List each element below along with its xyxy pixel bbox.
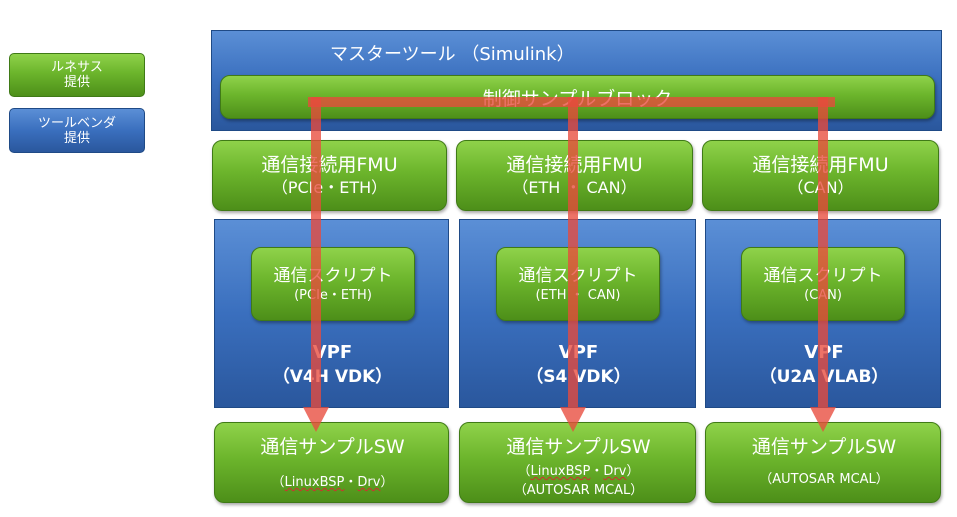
sample-sw-2-sub-post: ） [626, 464, 640, 479]
sample-sw-1-sub-mid: ・ [344, 475, 358, 490]
vpf-2-target: （S4 VDK） [526, 367, 631, 387]
comm-script-3-title: 通信スクリプト [763, 265, 883, 286]
comm-script-3: 通信スクリプト (CAN) [741, 247, 905, 321]
comm-script-1: 通信スクリプト (PCIe・ETH) [251, 247, 415, 321]
sample-sw-2-title: 通信サンプルSW [506, 436, 651, 458]
sample-sw-3-sub2: （AUTOSAR MCAL） [759, 472, 889, 487]
control-sample-block-label: 制御サンプルブロック [482, 87, 673, 110]
sample-sw-1-title: 通信サンプルSW [260, 436, 405, 458]
master-tool-title: マスターツール （Simulink） [330, 44, 575, 65]
sample-sw-2-sub-mid: ・ [590, 464, 604, 479]
legend-vendor-line1: ツールベンダ [37, 115, 116, 131]
legend-renesas: ルネサス 提供 [9, 53, 145, 97]
fmu-2-sub: （ETH ・ CAN） [512, 177, 637, 197]
vpf-box-3: 通信スクリプト (CAN) VPF （U2A VLAB） [705, 219, 941, 408]
fmu-box-2: 通信接続用FMU （ETH ・ CAN） [456, 140, 693, 211]
sample-sw-2-sub-pre: （ [517, 464, 531, 479]
fmu-1-title: 通信接続用FMU [261, 153, 398, 176]
master-tool-box: マスターツール （Simulink） 制御サンプルブロック [211, 30, 942, 131]
vpf-3-name: VPF [804, 342, 844, 363]
legend-renesas-line1: ルネサス [51, 60, 103, 75]
sample-sw-1-drv: Drv [357, 475, 381, 490]
sample-sw-1-sub-post: ） [380, 475, 394, 490]
legend-renesas-line2: 提供 [63, 75, 90, 90]
fmu-box-3: 通信接続用FMU （CAN） [702, 140, 939, 211]
vpf-box-1: 通信スクリプト (PCIe・ETH) VPF （V4H VDK） [214, 219, 449, 408]
vpf-1-target: （V4H VDK） [272, 367, 393, 387]
fmu-3-sub: （CAN） [787, 177, 854, 197]
comm-script-2: 通信スクリプト (ETH ・ CAN) [496, 247, 660, 321]
sample-sw-2-drv: Drv [603, 464, 627, 479]
fmu-box-1: 通信接続用FMU （PCIe・ETH） [212, 140, 447, 211]
comm-script-2-sub: (ETH ・ CAN) [535, 287, 621, 303]
sample-sw-box-3: 通信サンプルSW （AUTOSAR MCAL） [705, 422, 941, 503]
fmu-2-title: 通信接続用FMU [506, 153, 643, 176]
sample-sw-box-2: 通信サンプルSW （LinuxBSP・Drv） （AUTOSAR MCAL） [459, 422, 696, 503]
sample-sw-2-linuxbsp: LinuxBSP [530, 464, 591, 479]
legend-tool-vendor: ツールベンダ 提供 [9, 108, 145, 153]
comm-script-1-sub: (PCIe・ETH) [294, 287, 372, 303]
sample-sw-3-title: 通信サンプルSW [751, 436, 897, 458]
vpf-box-2: 通信スクリプト (ETH ・ CAN) VPF （S4 VDK） [459, 219, 696, 408]
fmu-1-sub: （PCIe・ETH） [271, 177, 388, 197]
legend-vendor-line2: 提供 [63, 130, 90, 146]
comm-script-1-title: 通信スクリプト [273, 265, 393, 286]
control-sample-block: 制御サンプルブロック [220, 75, 935, 119]
sample-sw-1-linuxbsp: LinuxBSP [284, 475, 345, 490]
sample-sw-1-sub: （LinuxBSP・Drv） [215, 474, 450, 491]
vpf-1-name: VPF [312, 342, 353, 363]
comm-script-2-title: 通信スクリプト [518, 265, 638, 286]
fmu-3-title: 通信接続用FMU [752, 153, 889, 176]
sample-sw-2-sub1: （LinuxBSP・Drv） [460, 463, 697, 480]
sample-sw-box-1: 通信サンプルSW （LinuxBSP・Drv） [214, 422, 449, 503]
vpf-2-name: VPF [558, 342, 599, 363]
sample-sw-2-sub2: （AUTOSAR MCAL） [513, 483, 644, 498]
comm-script-3-sub: (CAN) [804, 287, 842, 303]
sample-sw-1-sub-pre: （ [271, 475, 285, 490]
vpf-3-target: （U2A VLAB） [759, 367, 889, 387]
